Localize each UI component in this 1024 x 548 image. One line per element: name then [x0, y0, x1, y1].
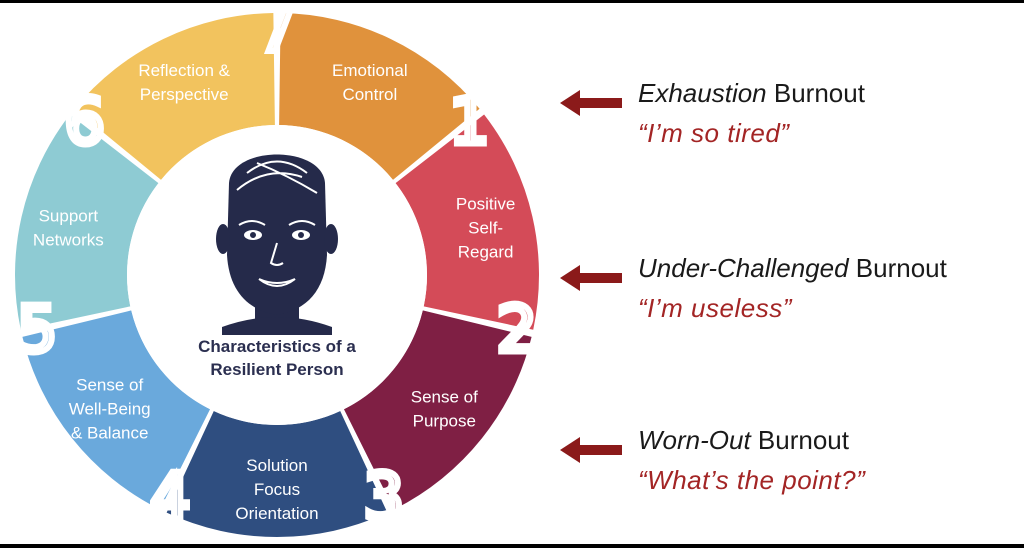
center-title-line2: Resilient Person [210, 360, 343, 379]
burnout-title: Worn-Out Burnout [638, 425, 849, 456]
segment-2-label-line-2: Self- [468, 218, 503, 237]
segment-2-label-line-3: Regard [458, 242, 514, 261]
burnout-title: Exhaustion Burnout [638, 78, 865, 109]
burnout-suffix: Burnout [848, 253, 947, 283]
segment-4-label-line-3: Orientation [235, 504, 318, 523]
segment-number-4: 4 [150, 461, 191, 535]
arrow-head [560, 90, 580, 116]
wheel-segment-6 [15, 114, 159, 330]
segment-number-2: 2 [496, 294, 537, 368]
arrow-shaft [578, 98, 622, 108]
segment-5-label-line-3: & Balance [71, 423, 149, 442]
burnout-item: Exhaustion Burnout “I’m so tired” [560, 78, 1020, 168]
wheel-segment-3 [343, 310, 532, 510]
wheel-segment-4 [166, 411, 388, 537]
left-arrow-icon [560, 265, 622, 291]
wheel-segment-5 [22, 310, 211, 510]
wheel-segment-7 [74, 13, 275, 180]
left-arrow-icon [560, 90, 622, 116]
person-head-icon [216, 154, 338, 335]
segment-1-label-line-2: Control [342, 85, 397, 104]
segment-7-label-line-2: Perspective [140, 85, 229, 104]
arrow-head [560, 437, 580, 463]
burnout-suffix: Burnout [750, 425, 849, 455]
segment-3-label-line-2: Purpose [413, 411, 476, 430]
segment-number-7: 7 [257, 3, 298, 67]
segment-2-label-line-1: Positive [456, 194, 516, 213]
segment-3-label-line-1: Sense of [411, 387, 478, 406]
segment-number-6: 6 [64, 86, 105, 160]
burnout-type: Exhaustion [638, 78, 767, 108]
arrow-head [560, 265, 580, 291]
burnout-quote: “What’s the point?” [638, 465, 866, 495]
segment-1-label-line-1: Emotional [332, 61, 408, 80]
segment-4-label-line-1: Solution [246, 456, 307, 475]
arrow-shaft [578, 445, 622, 455]
left-arrow-icon [560, 437, 622, 463]
center-title-line1: Characteristics of a [198, 337, 356, 356]
segment-7-label-line-1: Reflection & [138, 61, 230, 80]
segment-6-label-line-2: Networks [33, 230, 104, 249]
segment-5-label-line-2: Well-Being [69, 399, 151, 418]
wheel-segment-2 [395, 114, 539, 330]
burnout-item: Worn-Out Burnout “What’s the point?” [560, 425, 1020, 515]
burnout-type: Worn-Out [638, 425, 751, 455]
wheel-segment-1 [279, 13, 480, 180]
segment-number-1: 1 [449, 86, 490, 160]
segment-number-3: 3 [363, 461, 404, 535]
burnout-quote: “I’m useless” [638, 293, 792, 323]
burnout-item: Under-Challenged Burnout “I’m useless” [560, 253, 1020, 343]
segment-5-label-line-1: Sense of [76, 375, 143, 394]
segment-4-label-line-2: Focus [254, 480, 300, 499]
burnout-suffix: Burnout [766, 78, 865, 108]
burnout-title: Under-Challenged Burnout [638, 253, 947, 284]
burnout-type: Under-Challenged [638, 253, 849, 283]
segment-number-5: 5 [17, 294, 58, 368]
arrow-shaft [578, 273, 622, 283]
segment-6-label-line-1: Support [39, 206, 99, 225]
burnout-quote: “I’m so tired” [638, 118, 790, 148]
